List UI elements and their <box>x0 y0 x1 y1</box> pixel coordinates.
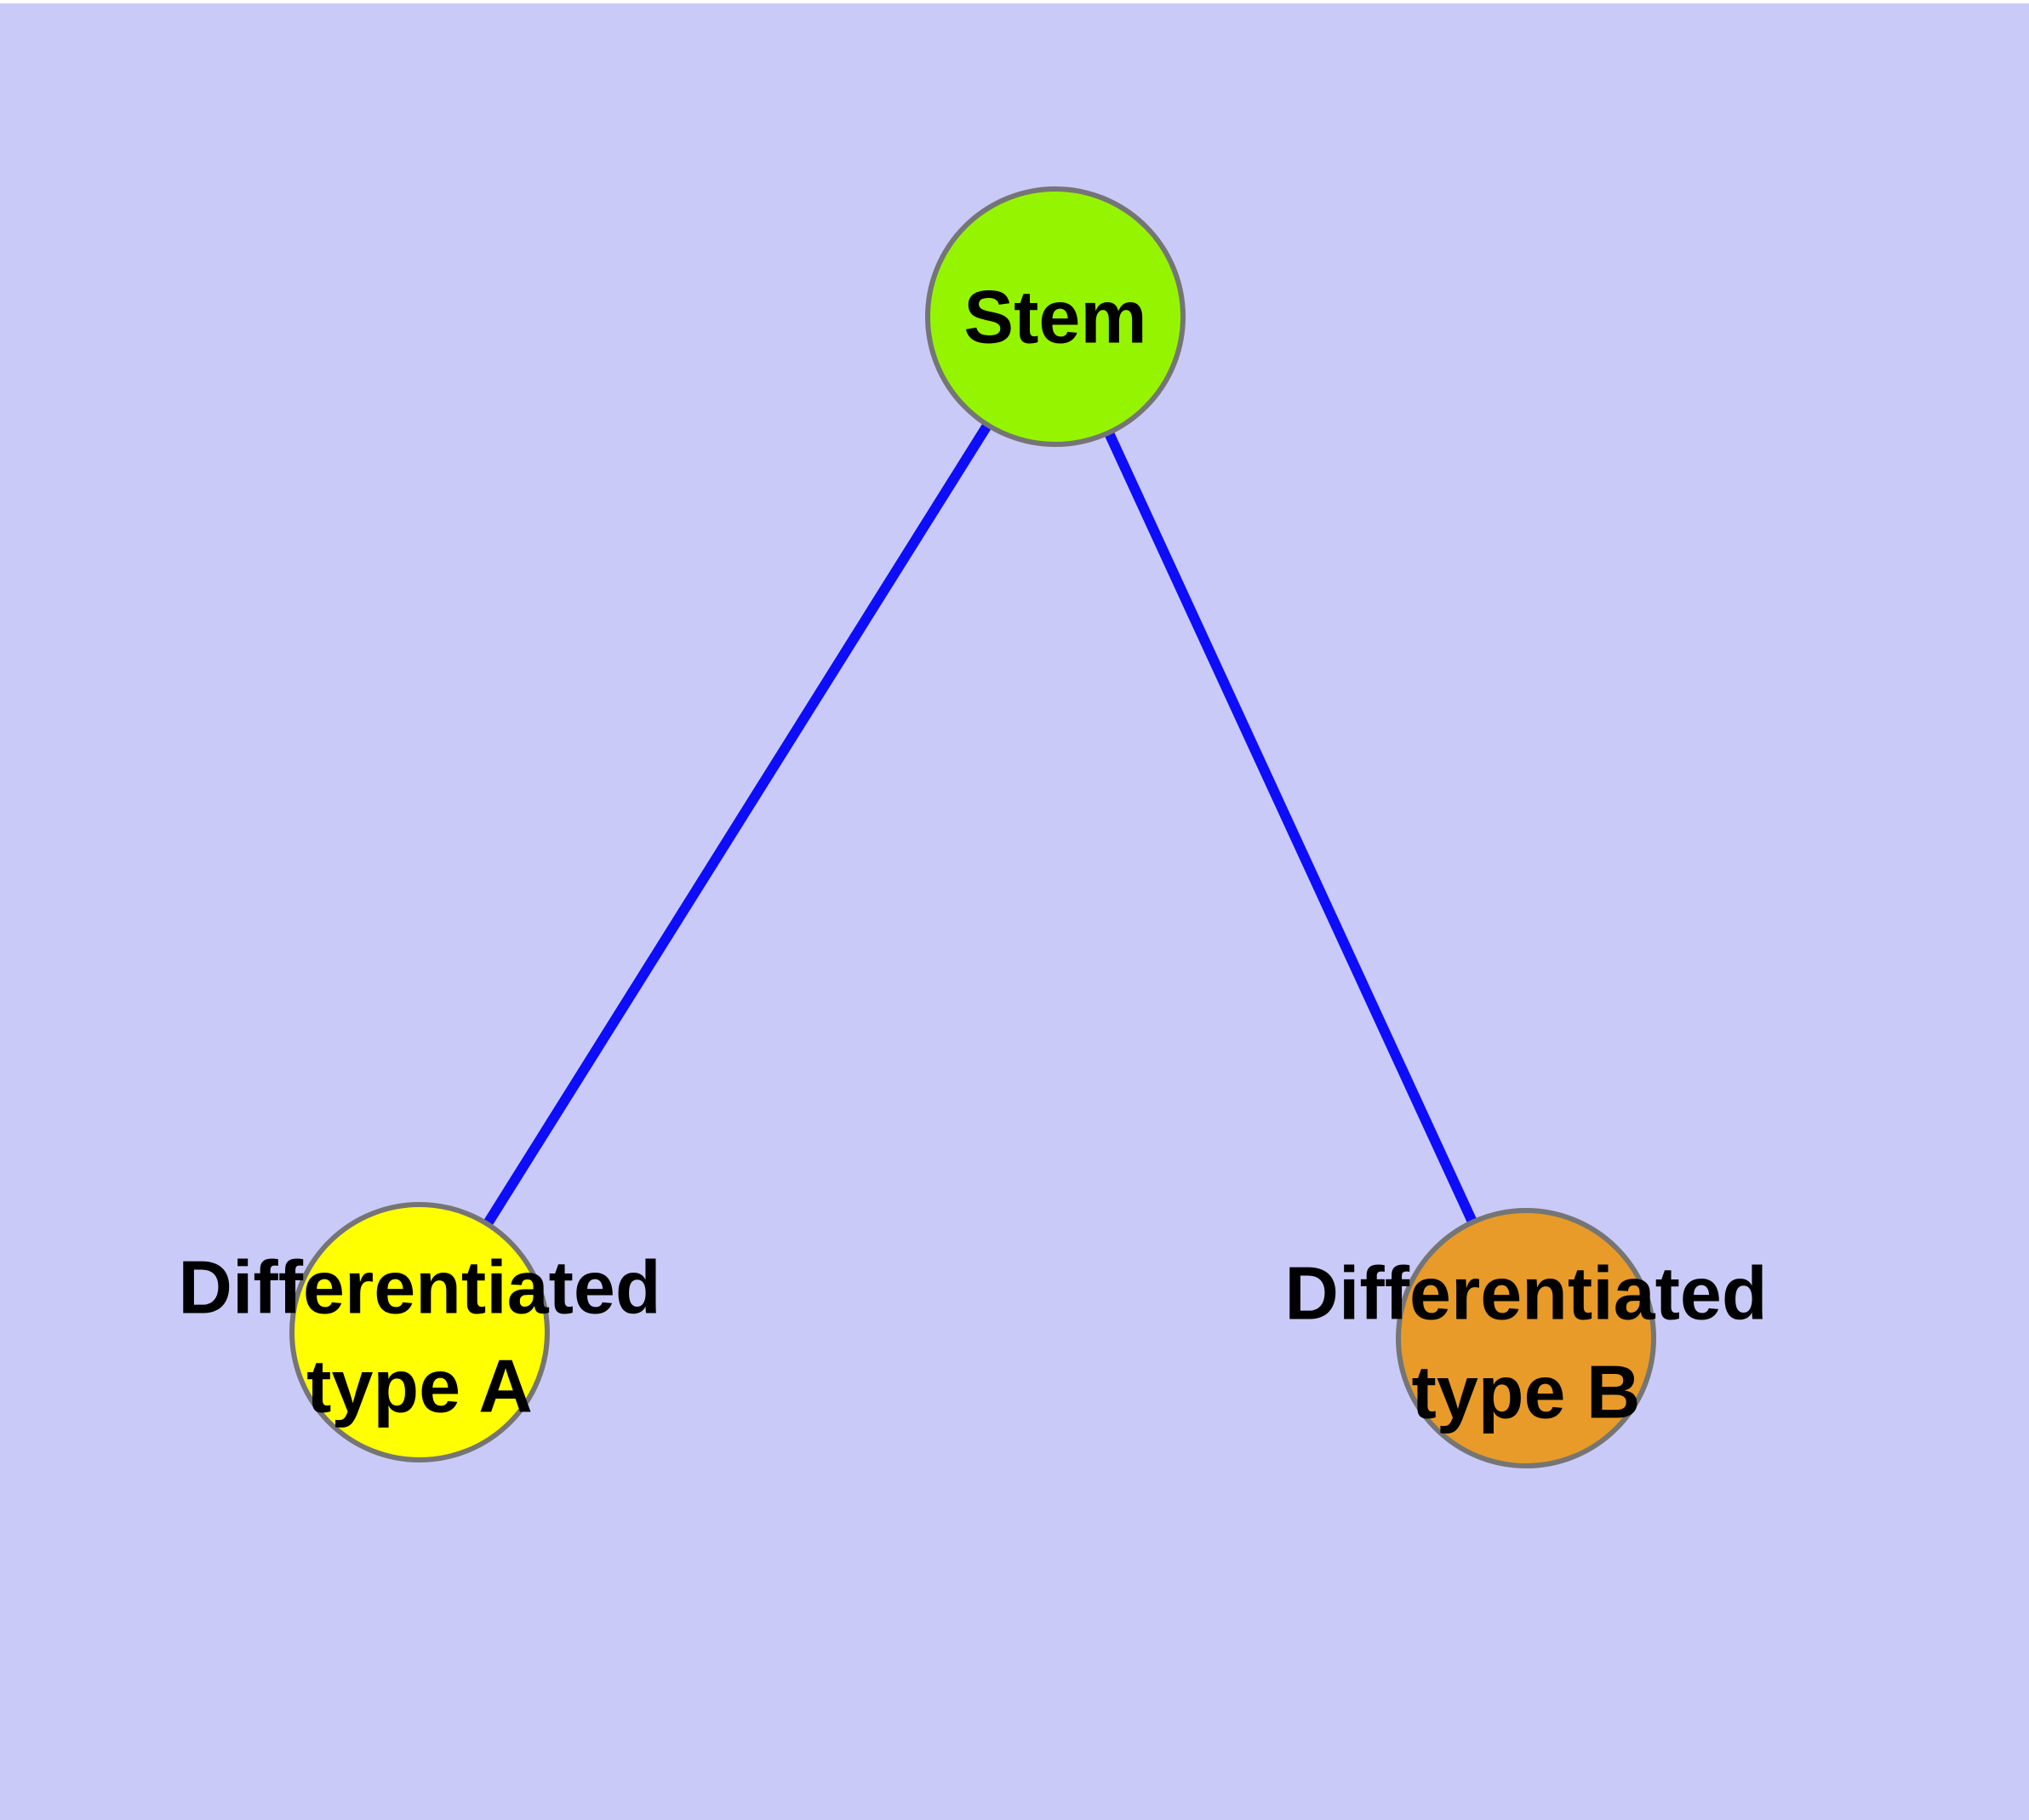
node-stem-circle <box>925 186 1186 447</box>
node-differentiated-type-a-label-line2: type A <box>306 1344 533 1428</box>
node-differentiated-type-b-label-line2: type B <box>1412 1350 1641 1434</box>
edge-stem-to-differentiated-type-a <box>414 313 1060 1336</box>
node-differentiated-type-b-circle <box>1396 1208 1656 1468</box>
edge-stem-to-differentiated-type-b <box>1050 314 1531 1341</box>
node-stem-label: Stem <box>963 275 1146 359</box>
node-differentiated-type-a-circle <box>289 1202 550 1462</box>
node-differentiated-type-b-label-line1: Differentiated <box>1284 1251 1767 1336</box>
node-differentiated-type-a-label-line1: Differentiated <box>178 1245 660 1330</box>
